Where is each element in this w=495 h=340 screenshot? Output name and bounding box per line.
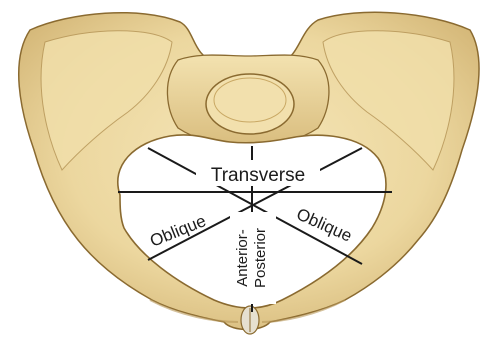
- anterior-posterior-label-line1: Anterior-: [234, 229, 251, 287]
- vertebral-body: [206, 74, 294, 134]
- anterior-posterior-label-line2: Posterior: [252, 228, 269, 288]
- transverse-label: Transverse: [211, 165, 305, 186]
